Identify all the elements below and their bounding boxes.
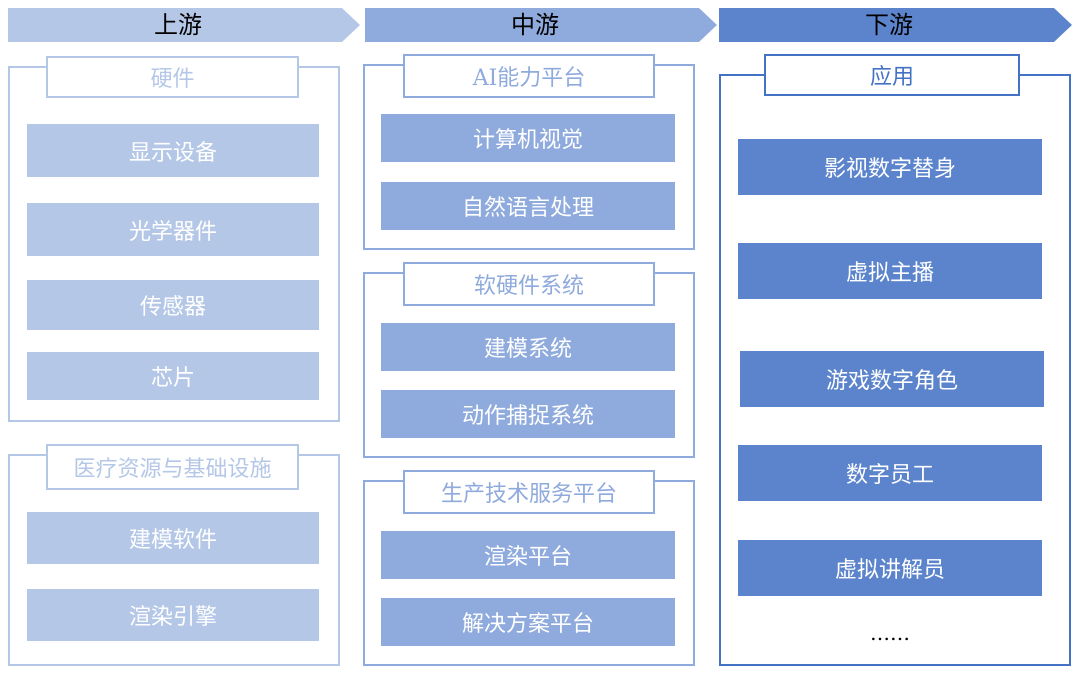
more-ellipsis: …… xyxy=(870,621,910,645)
item-virtual-guide: 虚拟讲解员 xyxy=(738,540,1042,596)
item-render-platform: 渲染平台 xyxy=(381,531,675,579)
arrow-shape-upstream xyxy=(8,8,360,42)
item-solution-platform: 解决方案平台 xyxy=(381,598,675,646)
item-computer-vision: 计算机视觉 xyxy=(381,114,675,162)
label-hardware: 硬件 xyxy=(46,56,299,98)
item-film-digital-double: 影视数字替身 xyxy=(738,139,1042,195)
header-downstream: 下游 xyxy=(719,8,1072,42)
header-midstream: 中游 xyxy=(365,8,717,42)
arrow-shape-midstream xyxy=(365,8,717,42)
header-upstream-label: 上游 xyxy=(154,11,202,39)
item-motion-capture: 动作捕捉系统 xyxy=(381,390,675,438)
item-modeling-software: 建模软件 xyxy=(27,512,319,564)
item-sensor: 传感器 xyxy=(27,280,319,330)
header-upstream: 上游 xyxy=(8,8,360,42)
label-infra: 医疗资源与基础设施 xyxy=(46,444,299,490)
label-system: 软硬件系统 xyxy=(403,262,655,306)
item-nlp: 自然语言处理 xyxy=(381,182,675,230)
item-digital-employee: 数字员工 xyxy=(738,445,1042,501)
header-midstream-label: 中游 xyxy=(511,11,559,39)
item-chip: 芯片 xyxy=(27,352,319,400)
item-render-engine: 渲染引擎 xyxy=(27,589,319,641)
item-virtual-anchor: 虚拟主播 xyxy=(738,243,1042,299)
header-downstream-label: 下游 xyxy=(865,11,913,39)
arrow-shape-downstream xyxy=(719,8,1072,42)
label-ai-platform: AI能力平台 xyxy=(403,54,655,98)
item-display-device: 显示设备 xyxy=(27,124,319,177)
item-optical-device: 光学器件 xyxy=(27,203,319,256)
label-applications: 应用 xyxy=(764,54,1020,96)
item-game-character: 游戏数字角色 xyxy=(740,351,1044,407)
item-modeling-system: 建模系统 xyxy=(381,323,675,371)
label-production: 生产技术服务平台 xyxy=(403,470,655,514)
